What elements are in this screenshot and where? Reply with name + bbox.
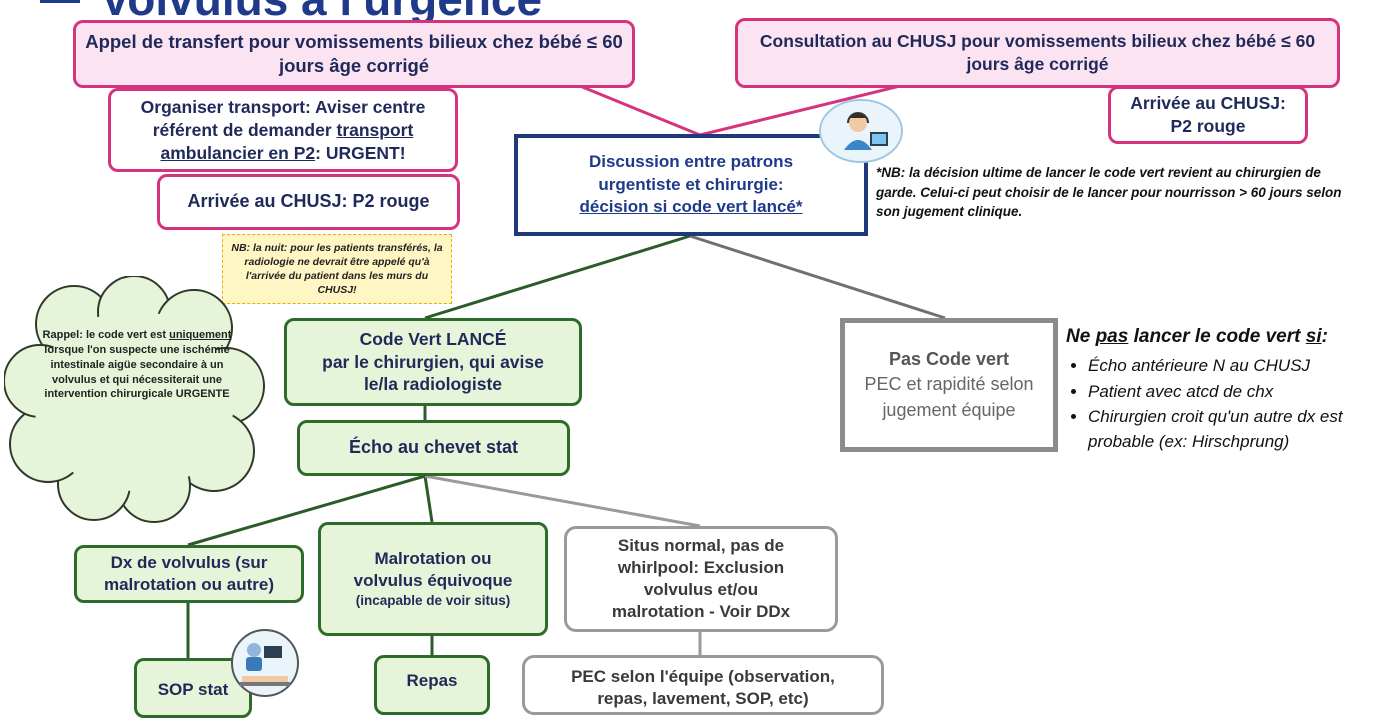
connector-echo-dx — [187, 474, 426, 547]
discussion-box: Discussion entre patrons urgentiste et c… — [514, 134, 868, 236]
discussion-line2: urgentiste et chirurgie: — [598, 174, 784, 194]
malrotation-line3: (incapable de voir situs) — [355, 593, 511, 609]
code-vert-line1: Code Vert LANCÉ — [359, 328, 507, 349]
sop-text: SOP stat — [157, 680, 229, 699]
heading-mid: lancer le code vert — [1128, 326, 1306, 347]
ne-pas-lancer-heading: Ne pas lancer le code vert si: — [1066, 326, 1396, 348]
heading-si: si — [1305, 326, 1322, 347]
arrivee-right-line2: P2 rouge — [1170, 116, 1246, 136]
appel-transfert-text: Appel de transfert pour vomissements bil… — [85, 30, 623, 76]
connector-discussion-pascode — [689, 234, 946, 320]
consultation-box: Consultation au CHUSJ pour vomissements … — [735, 18, 1340, 88]
criteria-list: Écho antérieure N au CHUSJ Patient avec … — [1066, 354, 1396, 455]
list-item: Patient avec atcd de chx — [1088, 380, 1396, 405]
malrotation-line1: Malrotation ou — [374, 549, 492, 569]
pec-equipe-box: PEC selon l'équipe (observation, repas, … — [522, 655, 884, 715]
code-vert-line2: par le chirurgien, qui avise — [322, 351, 544, 372]
ne-pas-lancer-list: Ne pas lancer le code vert si: Écho anté… — [1066, 326, 1396, 456]
code-vert-box: Code Vert LANCÉ par le chirurgien, qui a… — [284, 318, 582, 406]
heading-pre: Ne — [1066, 326, 1096, 347]
doctor-call-icon — [818, 98, 904, 164]
dx-volvulus-line2: malrotation ou autre) — [103, 575, 274, 594]
pas-code-line3: jugement équipe — [882, 399, 1016, 420]
connector-consultation-discussion — [699, 84, 901, 137]
pas-code-vert-box: Pas Code vert PEC et rapidité selon juge… — [840, 318, 1058, 452]
situs-line2: whirlpool: Exclusion — [617, 557, 785, 577]
rappel-underline: uniquement — [169, 329, 232, 341]
cloud-shape — [3, 275, 265, 523]
pas-code-line1: Pas Code vert — [888, 349, 1010, 370]
malrotation-line2: volvulus équivoque — [353, 571, 513, 591]
rappel-cloud: Rappel: le code vert est uniquement lors… — [3, 275, 270, 524]
echo-text: Écho au chevet stat — [348, 437, 519, 458]
arrivee-right-line1: Arrivée au CHUSJ: — [1130, 93, 1286, 114]
pas-code-line2: PEC et rapidité selon — [864, 374, 1034, 395]
connector-echo-situs — [424, 474, 701, 528]
connectors — [186, 84, 946, 658]
nb-decision-note: *NB: la décision ultime de lancer le cod… — [876, 165, 1342, 220]
rappel-suffix: lorsque l'on suspecte une ischémie intes… — [44, 343, 230, 401]
logo-icon — [40, 0, 80, 14]
rappel-prefix: Rappel: le code vert est — [42, 329, 170, 341]
organiser-link: transport ambulancier en P2 — [160, 119, 414, 163]
repas-text: Repas — [406, 671, 458, 690]
discussion-line3: décision si code vert lancé* — [579, 197, 803, 217]
rappel-text: Rappel: le code vert est uniquement lors… — [42, 328, 232, 402]
organiser-transport-box: Organiser transport: Aviser centre référ… — [108, 88, 458, 172]
situs-line4: malrotation - Voir DDx — [611, 602, 791, 622]
organiser-suffix: : URGENT! — [315, 142, 406, 163]
code-vert-line3: le/la radiologiste — [363, 374, 503, 395]
connector-appel-discussion — [579, 84, 701, 137]
heading-pas: pas — [1095, 326, 1129, 347]
repas-box: Repas — [374, 655, 490, 715]
list-item: Écho antérieure N au CHUSJ — [1088, 354, 1396, 379]
discussion-line1: Discussion entre patrons — [588, 151, 794, 171]
arrivee-right-box: Arrivée au CHUSJ: P2 rouge — [1108, 86, 1308, 144]
nb-night-note: NB: la nuit: pour les patients transféré… — [222, 234, 452, 304]
organiser-prefix: Organiser transport: Aviser centre référ… — [140, 97, 426, 140]
heading-colon: : — [1321, 326, 1328, 347]
pec-line1: PEC selon l'équipe (observation, — [571, 667, 835, 686]
echo-box: Écho au chevet stat — [297, 420, 570, 476]
surgery-icon — [230, 628, 300, 698]
consultation-text: Consultation au CHUSJ pour vomissements … — [759, 31, 1316, 74]
appel-transfert-box: Appel de transfert pour vomissements bil… — [73, 20, 635, 88]
arrivee-left-box: Arrivée au CHUSJ: P2 rouge — [157, 174, 460, 230]
arrivee-left-text: Arrivée au CHUSJ: P2 rouge — [187, 191, 430, 212]
connector-echo-malrotation — [423, 475, 434, 523]
situs-line1: Situs normal, pas de — [617, 535, 785, 555]
situs-line3: volvulus et/ou — [643, 580, 759, 599]
dx-volvulus-box: Dx de volvulus (sur malrotation ou autre… — [74, 545, 304, 603]
malrotation-box: Malrotation ou volvulus équivoque (incap… — [318, 522, 548, 636]
pec-line2: repas, lavement, SOP, etc) — [597, 689, 809, 709]
situs-normal-box: Situs normal, pas de whirlpool: Exclusio… — [564, 526, 838, 632]
list-item: Chirurgien croit qu'un autre dx est prob… — [1088, 405, 1396, 454]
connector-discussion-codevert — [424, 234, 691, 320]
dx-volvulus-line1: Dx de volvulus (sur — [110, 552, 268, 572]
